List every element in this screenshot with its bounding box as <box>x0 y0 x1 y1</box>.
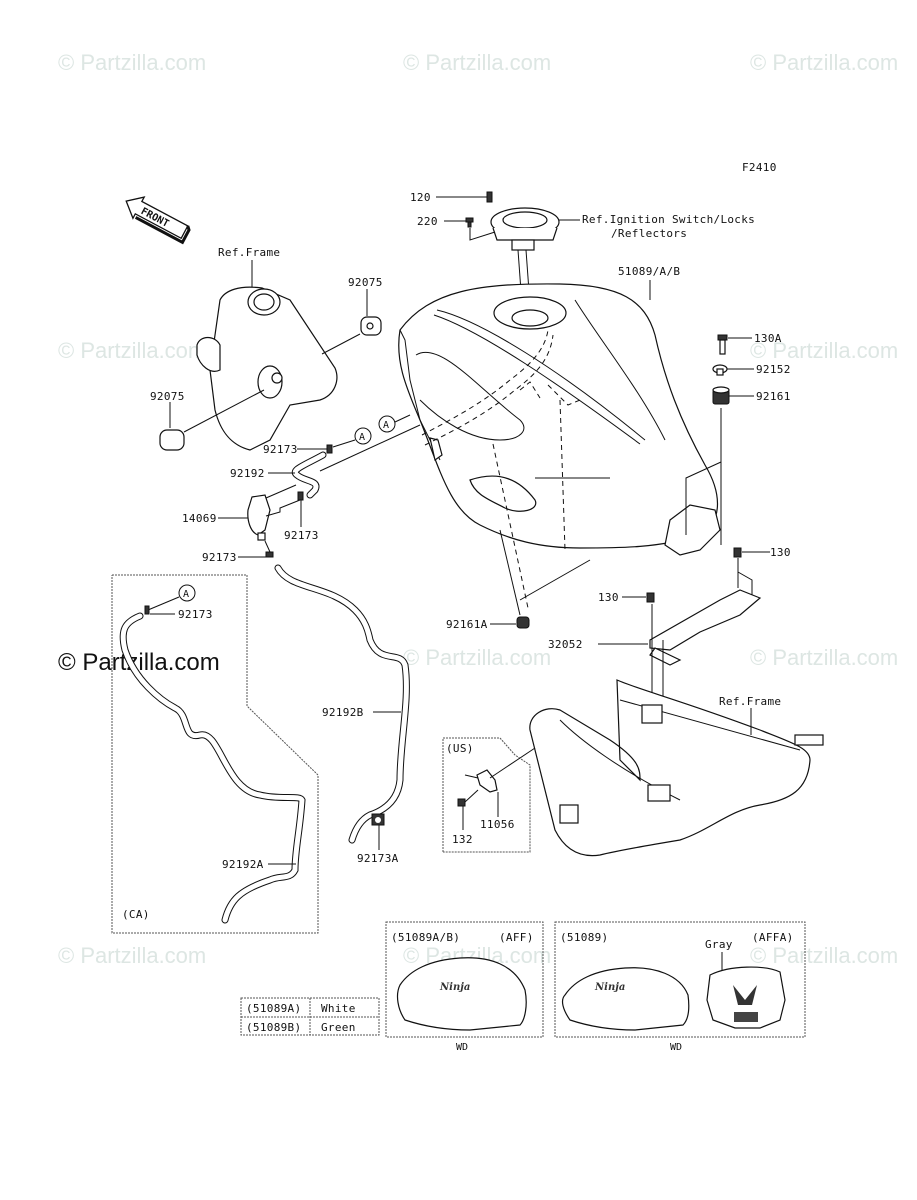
panel-code: (AFFA) <box>752 931 794 944</box>
callout-92192b[interactable]: 92192B <box>322 706 364 719</box>
collar-92152[interactable] <box>712 364 728 376</box>
tank-top-illustration <box>706 966 786 1029</box>
emblem-icon <box>733 985 757 1005</box>
emblem-plate-icon <box>734 1012 758 1022</box>
ninja-logo: Ninja <box>594 982 625 993</box>
callout-132[interactable]: 132 <box>452 833 473 846</box>
hose-92192[interactable] <box>291 451 327 499</box>
clamp-92173-top[interactable] <box>326 444 333 454</box>
callout-32052[interactable]: 32052 <box>548 638 583 651</box>
bolt-130-mid[interactable] <box>646 592 655 603</box>
panel-color-note: Gray <box>705 938 733 951</box>
ninja-logo: Ninja <box>439 982 470 993</box>
variant-panel-aff: (51089A/B) (AFF) Ninja WD <box>385 921 544 1053</box>
figure-id: F2410 <box>742 161 777 174</box>
valve-14069[interactable] <box>247 494 271 541</box>
clip-92173a[interactable] <box>371 813 385 826</box>
panel-part-number: (51089A/B) <box>391 931 460 944</box>
reference-circle-a <box>354 427 372 445</box>
damper-92075-left[interactable] <box>159 429 185 451</box>
callout-130-right[interactable]: 130 <box>770 546 791 559</box>
clamp-92173-low[interactable] <box>265 551 274 558</box>
bracket-32052[interactable] <box>649 589 762 666</box>
variant-color-table: (51089A) White (51089B) Green <box>240 997 380 1036</box>
watermark: © Partzilla.com <box>58 338 206 363</box>
tank-decal-illustration <box>396 957 527 1031</box>
watermark: © Partzilla.com <box>403 50 551 75</box>
callout-92161[interactable]: 92161 <box>756 390 791 403</box>
callout-92161a[interactable]: 92161A <box>446 618 488 631</box>
callout-92075-left[interactable]: 92075 <box>150 390 185 403</box>
bolt-120[interactable] <box>486 191 493 203</box>
region-ca-label: (CA) <box>122 908 150 921</box>
damper-92075-top[interactable] <box>360 316 382 336</box>
watermark: © Partzilla.com <box>750 50 898 75</box>
variant-color: White <box>321 1002 356 1015</box>
callout-ref-frame-top[interactable]: Ref.Frame <box>218 246 280 259</box>
reference-letter-a: A <box>183 589 189 600</box>
region-us-label: (US) <box>446 742 474 755</box>
watermark: © Partzilla.com <box>750 645 898 670</box>
damper-92161a[interactable] <box>516 616 530 629</box>
panel-caption: WD <box>670 1042 682 1053</box>
bracket-11056[interactable] <box>464 769 498 793</box>
watermark: © Partzilla.com <box>58 943 206 968</box>
frame-head[interactable] <box>196 286 338 451</box>
callout-92173-ca[interactable]: 92173 <box>178 608 213 621</box>
variant-code: (51089B) <box>246 1021 301 1034</box>
ref-ignition-switch[interactable]: Ref.Ignition Switch/Locks <box>582 213 755 226</box>
ca-region-box <box>111 574 319 934</box>
front-arrow-icon: FRONT <box>125 196 191 245</box>
callout-130a[interactable]: 130A <box>754 332 782 345</box>
variant-code: (51089A) <box>246 1002 301 1015</box>
watermark: © Partzilla.com <box>403 645 551 670</box>
callout-92192[interactable]: 92192 <box>230 467 265 480</box>
callout-14069[interactable]: 14069 <box>182 512 217 525</box>
variant-color: Green <box>321 1021 356 1034</box>
callout-130-mid[interactable]: 130 <box>598 591 619 604</box>
callout-92173-3[interactable]: 92173 <box>202 551 237 564</box>
callout-92152[interactable]: 92152 <box>756 363 791 376</box>
panel-code: (AFF) <box>499 931 534 944</box>
us-region-box <box>442 737 531 853</box>
callout-92173-2[interactable]: 92173 <box>284 529 319 542</box>
fuel-cap[interactable] <box>490 207 560 306</box>
callout-92173a[interactable]: 92173A <box>357 852 399 865</box>
rear-frame[interactable] <box>529 679 824 857</box>
screw-132[interactable] <box>457 798 466 807</box>
damper-92161[interactable] <box>712 386 730 405</box>
callout-ref-frame-bottom[interactable]: Ref.Frame <box>719 695 781 708</box>
bolt-130-right[interactable] <box>733 547 742 558</box>
reference-letter-a: A <box>383 420 389 431</box>
callout-220[interactable]: 220 <box>417 215 438 228</box>
hose-92192b[interactable] <box>274 564 410 844</box>
variant-panel-affa: (51089) (AFFA) Gray Ninja WD <box>554 921 806 1053</box>
fuel-tank[interactable] <box>398 283 721 609</box>
callout-11056[interactable]: 11056 <box>480 818 515 831</box>
reference-letter-a: A <box>359 432 365 443</box>
callout-51089-a-b[interactable]: 51089/A/B <box>618 265 680 278</box>
reference-circle-a <box>378 415 396 433</box>
callout-92173-1[interactable]: 92173 <box>263 443 298 456</box>
callout-120[interactable]: 120 <box>410 191 431 204</box>
reference-circle-a <box>178 584 196 602</box>
callout-92075-top[interactable]: 92075 <box>348 276 383 289</box>
hose-92192a[interactable] <box>119 612 306 924</box>
tank-decal-illustration <box>561 967 690 1031</box>
screw-220[interactable] <box>465 217 474 228</box>
callout-92192a[interactable]: 92192A <box>222 858 264 871</box>
watermark: © Partzilla.com <box>750 338 898 363</box>
bolt-130a[interactable] <box>717 334 728 355</box>
panel-part-number: (51089) <box>560 931 608 944</box>
clamp-92173-mid[interactable] <box>297 491 304 501</box>
ref-reflectors[interactable]: /Reflectors <box>611 227 687 240</box>
clamp-92173-ca[interactable] <box>144 605 150 615</box>
watermark: © Partzilla.com <box>58 50 206 75</box>
panel-caption: WD <box>456 1042 468 1053</box>
watermark: © Partzilla.com <box>750 943 898 968</box>
